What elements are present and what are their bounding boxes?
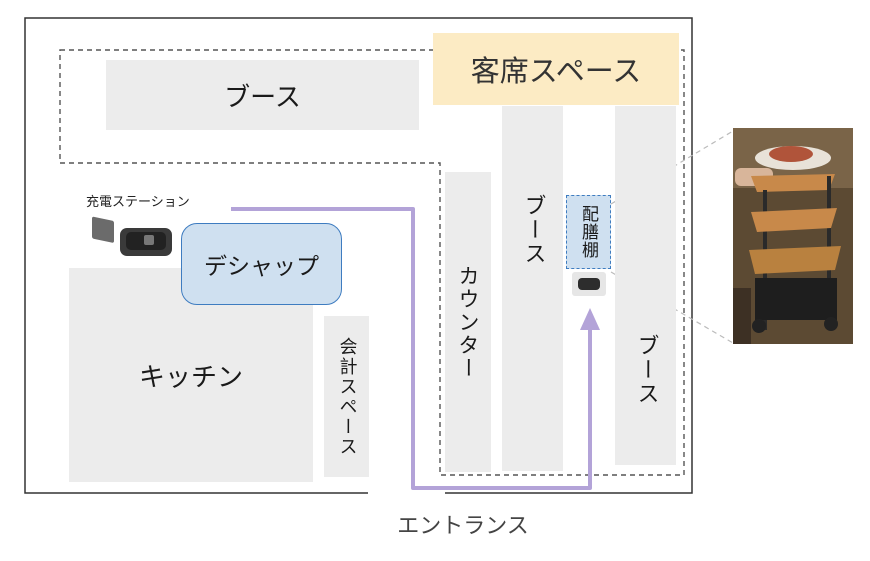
robot-route (231, 207, 592, 490)
booth-top (106, 60, 419, 130)
dishwasher-station: デシャップ (181, 223, 342, 305)
kitchen-label: キッチン (138, 362, 243, 393)
counter-label: カウンター (456, 264, 480, 380)
booth-middle (502, 106, 563, 471)
booth-right (615, 106, 676, 465)
checkout-space-label: 会計スペース (336, 336, 358, 457)
booth-top-label: ブース (224, 82, 301, 113)
seating-space-label: 客席スペース (433, 33, 679, 105)
counter (445, 172, 491, 472)
booth-right-label: ブース (633, 334, 659, 406)
serving-shelf-label: 配膳棚 (578, 205, 598, 259)
route-arrowhead (580, 308, 600, 330)
serving-robot-photo (733, 128, 853, 344)
checkout-space (324, 316, 369, 477)
photo-leader-bottom (610, 271, 734, 344)
seating-area-boundary (59, 49, 685, 476)
booth-middle-label: ブース (520, 194, 546, 266)
robot-base-icon (572, 272, 606, 296)
serving-shelf: 配膳棚 (566, 195, 611, 269)
outer-wall (24, 17, 693, 494)
entrance-label: エントランス (397, 514, 529, 539)
charging-dock-icon (90, 210, 180, 265)
charging-station-label: 充電ステーション (86, 195, 190, 210)
photo-leader-top (610, 130, 734, 205)
